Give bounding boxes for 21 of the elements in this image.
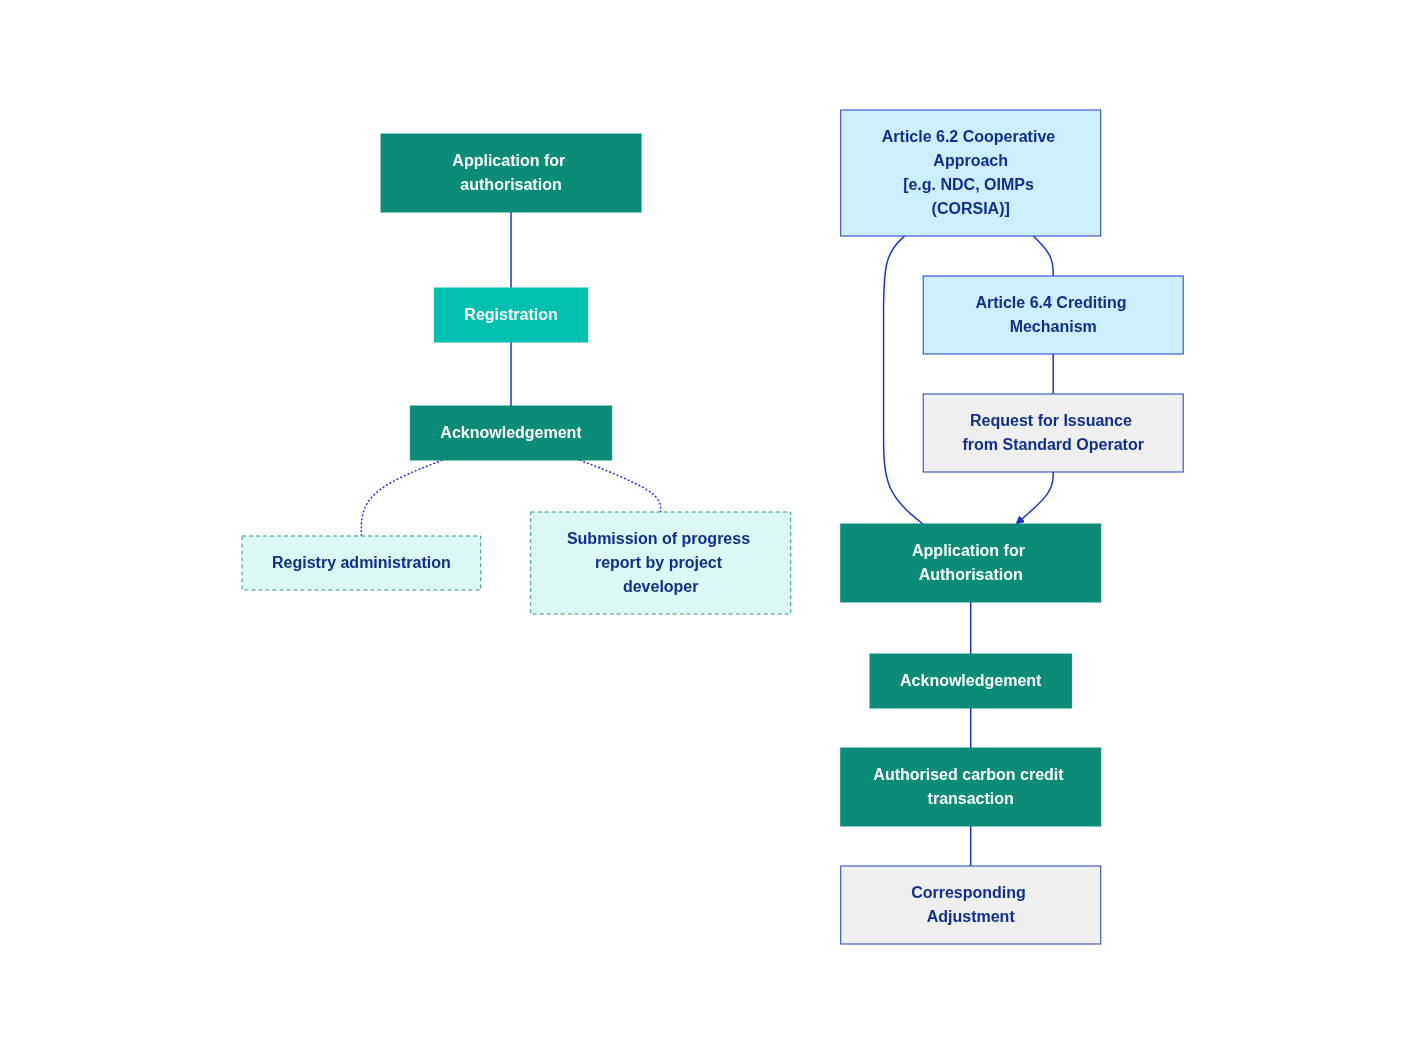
node-box: Acknowledgement <box>410 405 613 461</box>
connector <box>510 211 513 289</box>
node-box: Application for authorisation <box>380 133 642 213</box>
node-box: Application for Authorisation <box>840 523 1102 603</box>
node-box: Corresponding Adjustment <box>840 865 1102 945</box>
node-box: Registration <box>434 287 589 343</box>
connector <box>970 601 972 655</box>
node-box: Acknowledgement <box>869 653 1073 709</box>
node-box: Request for Issuance from Standard Operator <box>923 393 1185 473</box>
connector <box>883 235 924 525</box>
connector <box>1052 353 1055 395</box>
node-box: Article 6.4 Crediting Mechanism <box>923 275 1185 355</box>
arrow <box>1016 471 1055 525</box>
node-box: Registry administration <box>241 535 482 591</box>
node-box: Article 6.2 Cooperative Approach [e.g. NDC, OIMPs (CORSIA)] <box>840 109 1102 237</box>
node-box: Authorised carbon credit transaction <box>840 747 1102 827</box>
connector <box>970 707 972 749</box>
connector <box>970 825 972 867</box>
node-box: Submission of progress report by project developer <box>530 511 792 615</box>
connector <box>1032 235 1055 277</box>
connector <box>510 341 513 407</box>
